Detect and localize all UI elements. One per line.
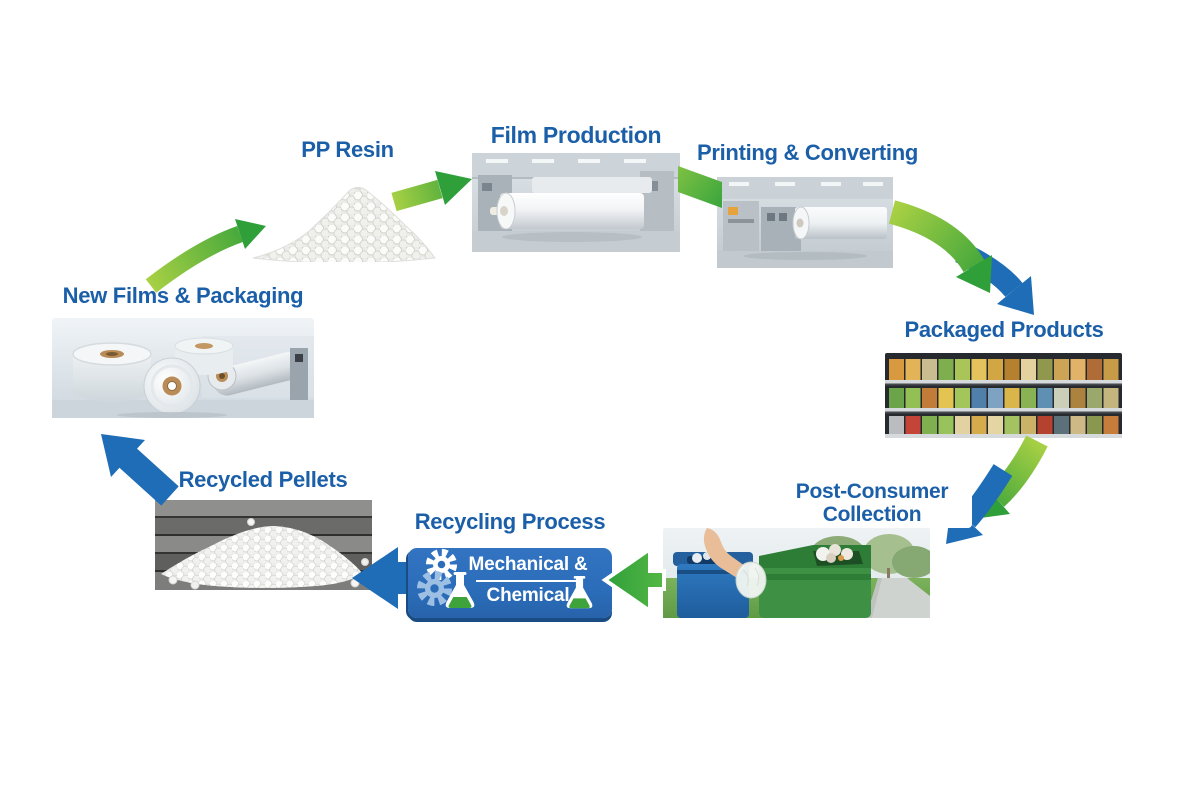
arrow-printing-to-packaged-blue [955, 242, 1034, 315]
shelf-row-1 [889, 359, 1119, 380]
node-label-recycled-pellets: Recycled Pellets [178, 467, 348, 492]
arrow-new-films-to-pp-resin [145, 219, 266, 293]
arrow-printing-to-packaged-green [888, 200, 992, 293]
node-label-film-production: Film Production [490, 122, 662, 148]
film-production-image [472, 153, 680, 252]
shelf-row-3 [889, 416, 1119, 434]
packaged-products-shelf-image [885, 353, 1122, 438]
node-label-recycling-process: Recycling Process [414, 509, 606, 534]
arrow-collection-to-recycling [601, 545, 666, 615]
new-films-packaging-image [52, 318, 314, 418]
recycling-process-box: Mechanical & Chemical [408, 548, 612, 618]
green-bin [759, 544, 871, 618]
node-label-packaged-products: Packaged Products [904, 317, 1104, 342]
pp-resin-pellet-pile-image [250, 170, 438, 262]
film-roll-left [72, 342, 152, 402]
film-roll-front [143, 357, 201, 415]
recycling-methods-text: Mechanical & Chemical [466, 554, 590, 607]
printing-converting-image [717, 177, 893, 268]
arm-with-plastic-bag [703, 528, 767, 599]
post-consumer-collection-image [663, 528, 930, 618]
node-label-printing-converting: Printing & Converting [696, 140, 919, 165]
shelf-row-2 [889, 388, 1119, 408]
chemical-label: Chemical [486, 585, 570, 606]
arrow-film-production-to-printing [678, 166, 722, 208]
node-label-pp-resin: PP Resin [301, 137, 394, 162]
node-label-new-films-packaging: New Films & Packaging [62, 283, 304, 308]
divider [476, 580, 580, 582]
machine-roller [212, 352, 304, 396]
recycled-pellets-image [155, 500, 372, 590]
flask-icon [566, 576, 593, 609]
node-label-post-consumer-collection: Post-Consumer Collection [772, 478, 972, 528]
arrow-packaged-to-collection-green [973, 435, 1048, 519]
mechanical-label: Mechanical & [468, 554, 588, 575]
